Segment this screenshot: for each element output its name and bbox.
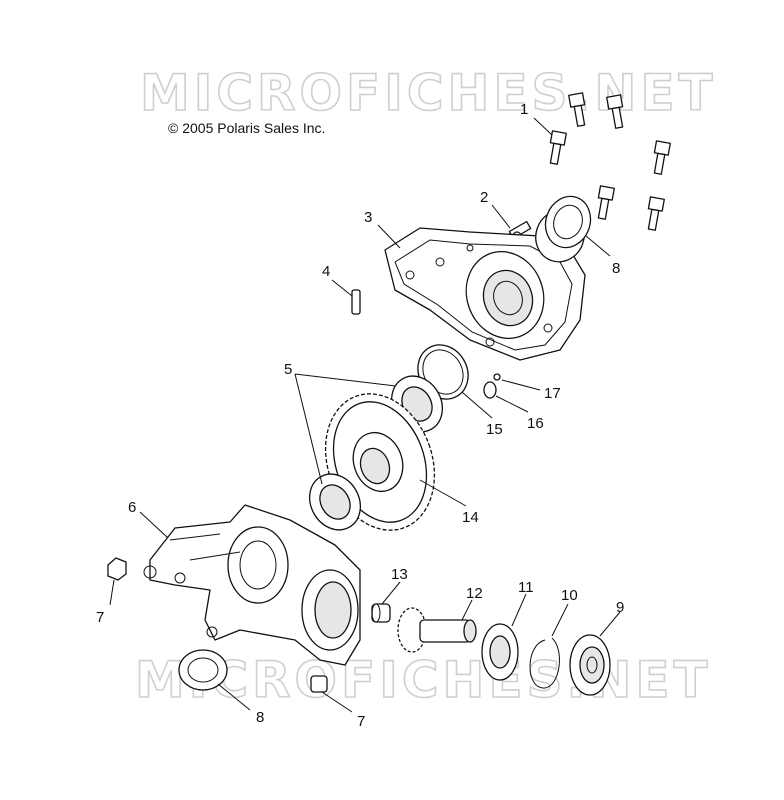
bolt-1 — [568, 92, 586, 127]
callout-15: 15 — [486, 421, 503, 438]
callout-7-bottom: 7 — [357, 713, 365, 730]
bearing-lower[interactable] — [300, 465, 371, 539]
seal-pinion[interactable] — [569, 634, 611, 696]
bolt-2 — [606, 94, 624, 129]
copyright-text: © 2005 Polaris Sales Inc. — [168, 120, 325, 136]
callout-8-top: 8 — [612, 260, 620, 277]
upper-housing[interactable] — [384, 203, 591, 361]
callouts: 1 2 3 4 5 6 7 7 8 8 9 10 11 12 13 14 15 … — [96, 101, 624, 730]
callout-10: 10 — [561, 587, 578, 604]
bushing[interactable] — [371, 603, 391, 623]
lower-housing[interactable] — [143, 504, 361, 666]
seal-bottom[interactable] — [178, 649, 228, 691]
callout-2: 2 — [480, 189, 488, 206]
washer-17[interactable] — [493, 373, 501, 381]
bearing-pinion[interactable] — [481, 623, 519, 681]
bolt-4 — [653, 140, 671, 175]
watermark-top: MICROFICHES.NET — [140, 64, 717, 122]
callout-8-bottom: 8 — [256, 709, 264, 726]
plug-16[interactable] — [483, 381, 497, 399]
dowel-pin[interactable] — [351, 289, 361, 315]
callout-5: 5 — [284, 361, 292, 378]
watermark-bottom: MICROFICHES.NET — [135, 651, 712, 709]
pinion-gear[interactable] — [397, 607, 477, 653]
callout-4: 4 — [322, 263, 330, 280]
bolt-5 — [597, 185, 615, 220]
callout-14: 14 — [462, 509, 479, 526]
callout-17: 17 — [544, 385, 561, 402]
nut-bottom[interactable] — [310, 675, 328, 693]
callout-11: 11 — [518, 579, 534, 596]
callout-1: 1 — [520, 101, 528, 118]
bolt-3 — [549, 130, 567, 165]
callout-6: 6 — [128, 499, 136, 516]
callout-13: 13 — [391, 566, 408, 583]
callout-7-left: 7 — [96, 609, 104, 626]
callout-16: 16 — [527, 415, 544, 432]
callout-3: 3 — [364, 209, 372, 226]
leader-lines — [109, 117, 621, 713]
bolt-6 — [647, 196, 665, 231]
seal-top[interactable] — [538, 190, 597, 254]
nut-left[interactable] — [107, 557, 127, 581]
snap-ring[interactable] — [529, 637, 560, 689]
callout-9: 9 — [616, 599, 624, 616]
bolt-group[interactable] — [547, 92, 671, 231]
callout-12: 12 — [466, 585, 483, 602]
